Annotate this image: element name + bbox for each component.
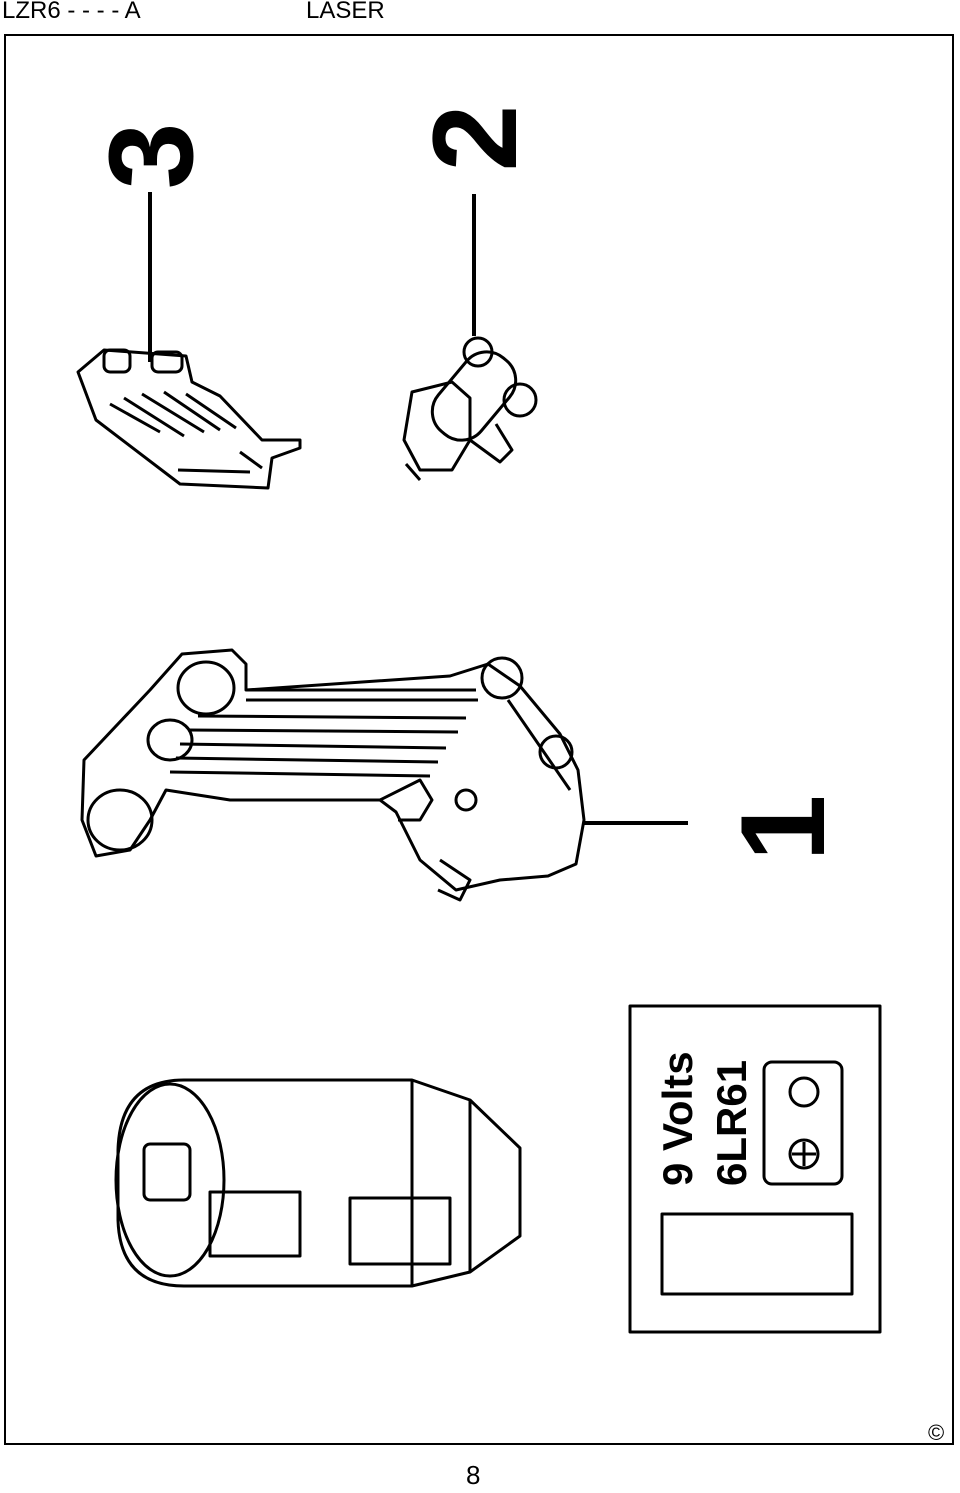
header-title: LASER [306, 0, 385, 24]
part-1-laser-body [80, 648, 586, 902]
page-number: 8 [466, 1460, 481, 1490]
callout-number-2: 2 [408, 104, 542, 172]
copyright-symbol: © [928, 1420, 945, 1445]
header-model: LZR6 - - - - A [2, 0, 141, 24]
part-3-cover [76, 348, 302, 490]
battery-code-label: 6LR61 [708, 1059, 755, 1186]
battery-voltage-label: 9 Volts [654, 1051, 701, 1186]
callout-number-1: 1 [716, 794, 850, 862]
part-2-knob [402, 336, 538, 481]
callout-number-3: 3 [84, 122, 218, 190]
battery-label-box [628, 1004, 882, 1334]
battery-body [114, 1078, 522, 1288]
diagram-frame [4, 34, 954, 1445]
